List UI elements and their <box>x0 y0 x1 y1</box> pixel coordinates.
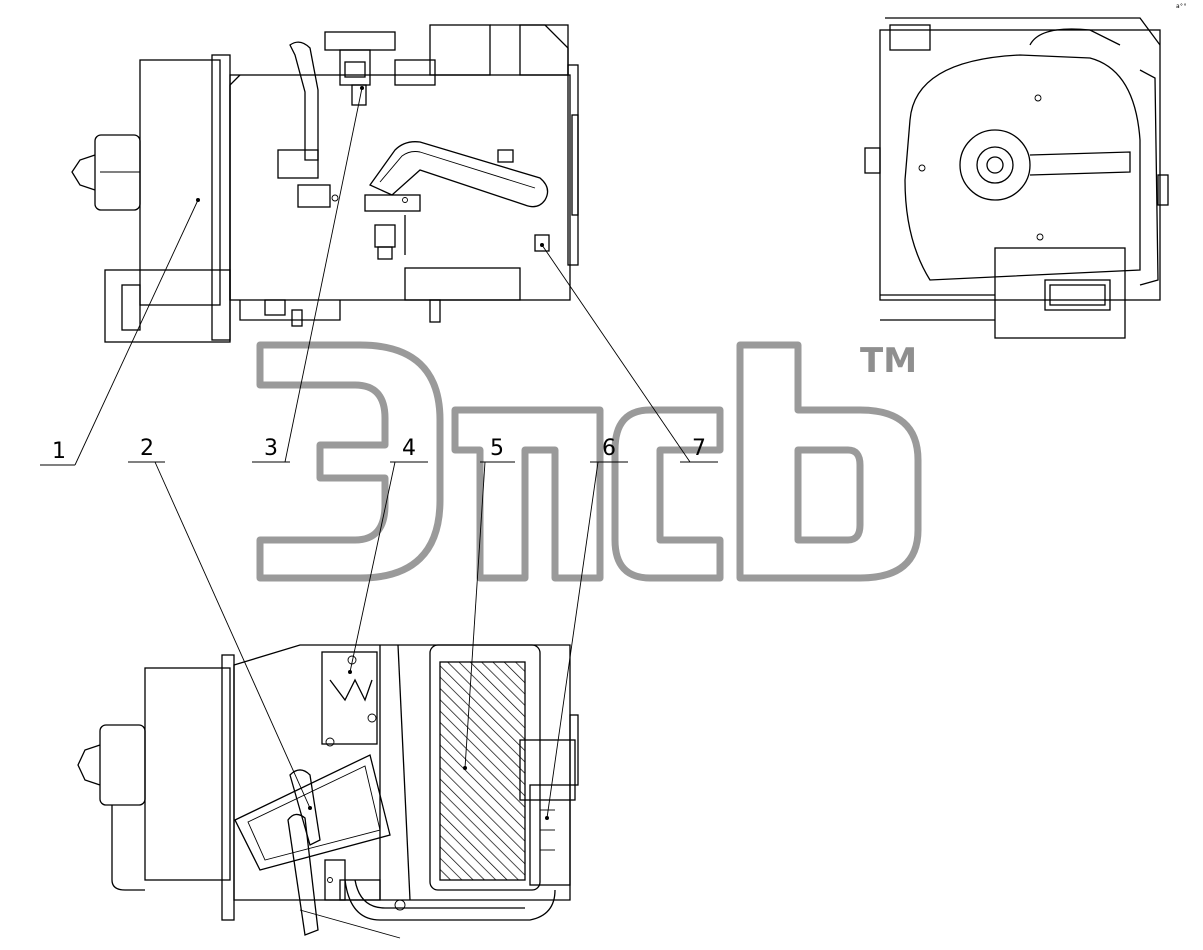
callout-leaders <box>40 86 718 820</box>
watermark-glyph-e <box>256 341 444 582</box>
side-view-top <box>71 24 579 343</box>
corner-mark: a°° <box>1176 3 1187 10</box>
watermark-glyph-c <box>611 406 724 582</box>
heater-core <box>439 661 526 881</box>
callout-6: 6 <box>602 436 616 461</box>
callout-4: 4 <box>402 436 416 461</box>
watermark-glyph-t <box>451 406 604 582</box>
fan-hub <box>959 129 1031 201</box>
damper-lever <box>321 651 378 745</box>
air-flap <box>234 754 391 871</box>
fan-casing <box>904 54 1141 281</box>
motor-housing <box>139 59 221 306</box>
outlet-pipe <box>369 141 549 208</box>
callout-5: 5 <box>490 436 504 461</box>
callout-7: 7 <box>692 436 706 461</box>
plan-motor <box>144 667 231 881</box>
end-view <box>864 17 1169 339</box>
motor-shaft <box>94 134 141 211</box>
plan-view <box>77 644 579 939</box>
callout-labels: 1 2 3 4 5 6 7 <box>52 436 706 464</box>
watermark-logo: TM <box>256 341 922 582</box>
callout-3: 3 <box>264 436 278 461</box>
watermark-glyph-b <box>736 341 922 582</box>
inlet-pipe <box>289 41 319 161</box>
valve-mechanism <box>324 31 396 51</box>
control-box <box>994 247 1126 339</box>
trademark-symbol: TM <box>860 341 917 381</box>
callout-2: 2 <box>140 436 154 461</box>
callout-1: 1 <box>52 439 66 464</box>
